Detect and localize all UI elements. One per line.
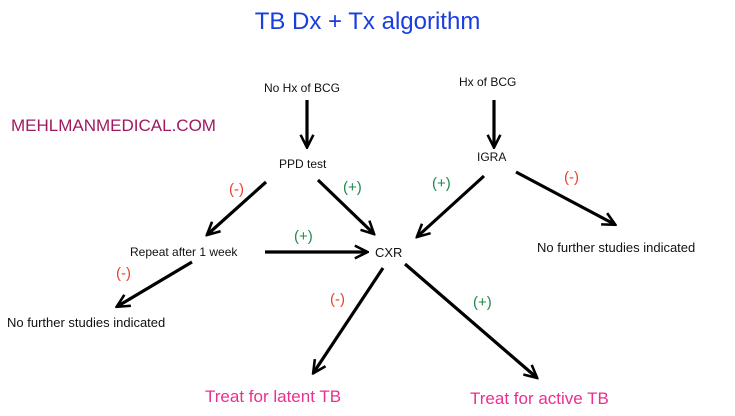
edge-label-repeat-negative: (-) [116,265,131,282]
node-no-further-studies-left: No further studies indicated [7,315,166,330]
node-igra: IGRA [477,150,507,164]
arrow-repeat-to-nofurther [118,260,193,306]
arrow-ppd-to-repeat [208,180,268,234]
edge-label-repeat-positive: (+) [294,228,313,245]
arrow-ppd-to-cxr [316,178,373,233]
node-no-bcg-history: No Hx of BCG [264,81,341,95]
node-no-further-studies-right: No further studies indicated [537,240,696,255]
diagram-title: TB Dx + Tx algorithm [254,8,481,35]
arrow-igra-to-nofurther [515,170,614,224]
edge-label-ppd-positive: (+) [343,179,362,196]
arrow-cxr-to-latent [314,267,385,372]
outcome-treat-active-tb: Treat for active TB [470,389,609,408]
edge-label-cxr-positive: (+) [473,294,492,311]
outcome-treat-latent-tb: Treat for latent TB [205,387,342,406]
edge-label-igra-negative: (-) [564,169,579,186]
watermark-text: MEHLMANMEDICAL.COM [11,116,216,135]
arrow-igra-to-cxr [418,174,486,236]
node-cxr: CXR [375,245,403,260]
arrow-cxr-to-active [403,262,536,377]
edge-label-cxr-negative: (-) [330,291,345,308]
node-repeat-after-1-week: Repeat after 1 week [130,245,238,259]
edge-label-ppd-negative: (-) [229,181,244,198]
node-ppd-test: PPD test [279,157,327,171]
edge-label-igra-positive: (+) [432,175,451,192]
node-bcg-history: Hx of BCG [459,75,517,89]
